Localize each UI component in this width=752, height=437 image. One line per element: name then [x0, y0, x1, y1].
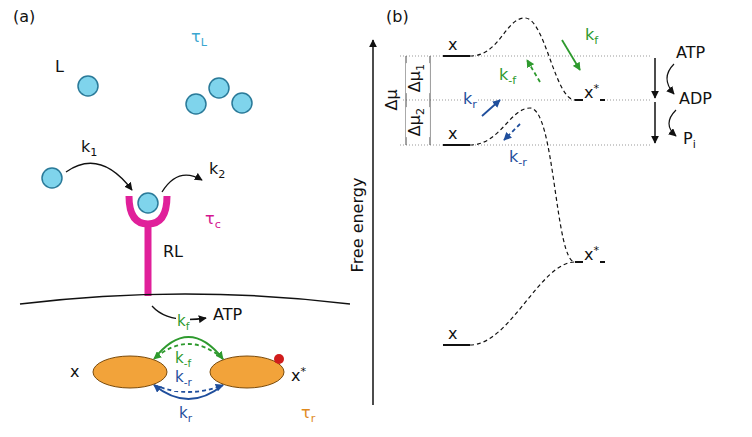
base-text: Δμ [405, 115, 424, 136]
rate-label: k-r [174, 368, 193, 391]
base-text: x [584, 245, 593, 264]
subscript: L [201, 36, 207, 49]
reaction-label: ATP [675, 44, 706, 62]
base-text: k [209, 159, 218, 178]
state-label: x [447, 36, 458, 54]
base-text: k [177, 312, 186, 330]
base-text: k [463, 89, 472, 108]
subscript: r [188, 412, 192, 424]
base-text: τ [205, 209, 215, 228]
subscript: 1 [90, 146, 97, 159]
base-text: x [584, 83, 593, 102]
state-label: x [447, 125, 458, 143]
subscript: -r [518, 156, 527, 169]
subscript: r [472, 98, 477, 111]
subscript: f [594, 34, 598, 47]
rate-label: kf [176, 312, 190, 335]
base-text: P [683, 129, 693, 148]
time-scale: τr [300, 404, 316, 428]
base-text: τ [301, 403, 311, 422]
state-label: x* [583, 80, 600, 102]
state-label: x [447, 325, 458, 343]
state-ellipse: x [92, 355, 168, 389]
subscript: -r [184, 376, 192, 388]
base-text: k [585, 25, 594, 44]
ellipse-shape [92, 355, 178, 399]
base-text: k [499, 65, 508, 84]
energy-gap: Δμ2 [406, 107, 430, 137]
state-label: x [70, 363, 79, 381]
state-label: x* [583, 242, 600, 264]
panel-label: (a) [12, 8, 36, 26]
rate-label: kr [178, 404, 193, 427]
base-text: x [291, 366, 300, 385]
subscript: 1 [414, 64, 427, 71]
state-ellipse: x* [209, 355, 285, 389]
base-text: k [81, 137, 90, 156]
base-text: Δμ [405, 71, 424, 92]
subscript: c [215, 218, 221, 231]
reaction-label: ADP [678, 90, 713, 108]
rate-label: kf [584, 26, 599, 50]
base-text: k [509, 147, 518, 166]
rate-label: k1 [80, 138, 98, 162]
rate-label: k-f [498, 66, 517, 90]
ellipse-shape [209, 355, 295, 399]
time-scale: τL [190, 28, 208, 52]
atp-label: ATP [212, 306, 243, 324]
subscript: f [186, 320, 190, 332]
superscript: * [300, 365, 306, 378]
subscript: 2 [218, 168, 225, 181]
panel-label: (b) [385, 8, 410, 26]
subscript: -f [508, 74, 516, 87]
energy-gap: Δμ1 [406, 63, 430, 93]
base-text: k [179, 404, 188, 422]
reaction-label: Pi [682, 130, 697, 154]
base-text: k [175, 349, 184, 367]
rate-label: kr [462, 90, 478, 114]
base-text: τ [191, 27, 201, 46]
subscript: r [311, 412, 316, 425]
receptor-label: RL [162, 243, 184, 261]
time-scale: τc [204, 210, 222, 234]
energy-gap: Δμ [383, 88, 401, 111]
ligand-label: L [54, 58, 65, 76]
state-label: x* [291, 363, 306, 385]
subscript: i [693, 138, 696, 151]
subscript: 2 [414, 108, 427, 115]
superscript: * [593, 244, 599, 257]
rate-label: k-r [508, 148, 528, 172]
base-text: k [175, 368, 184, 386]
superscript: * [593, 82, 599, 95]
rate-label: k2 [208, 160, 226, 184]
axis-label: Free energy [349, 177, 367, 274]
